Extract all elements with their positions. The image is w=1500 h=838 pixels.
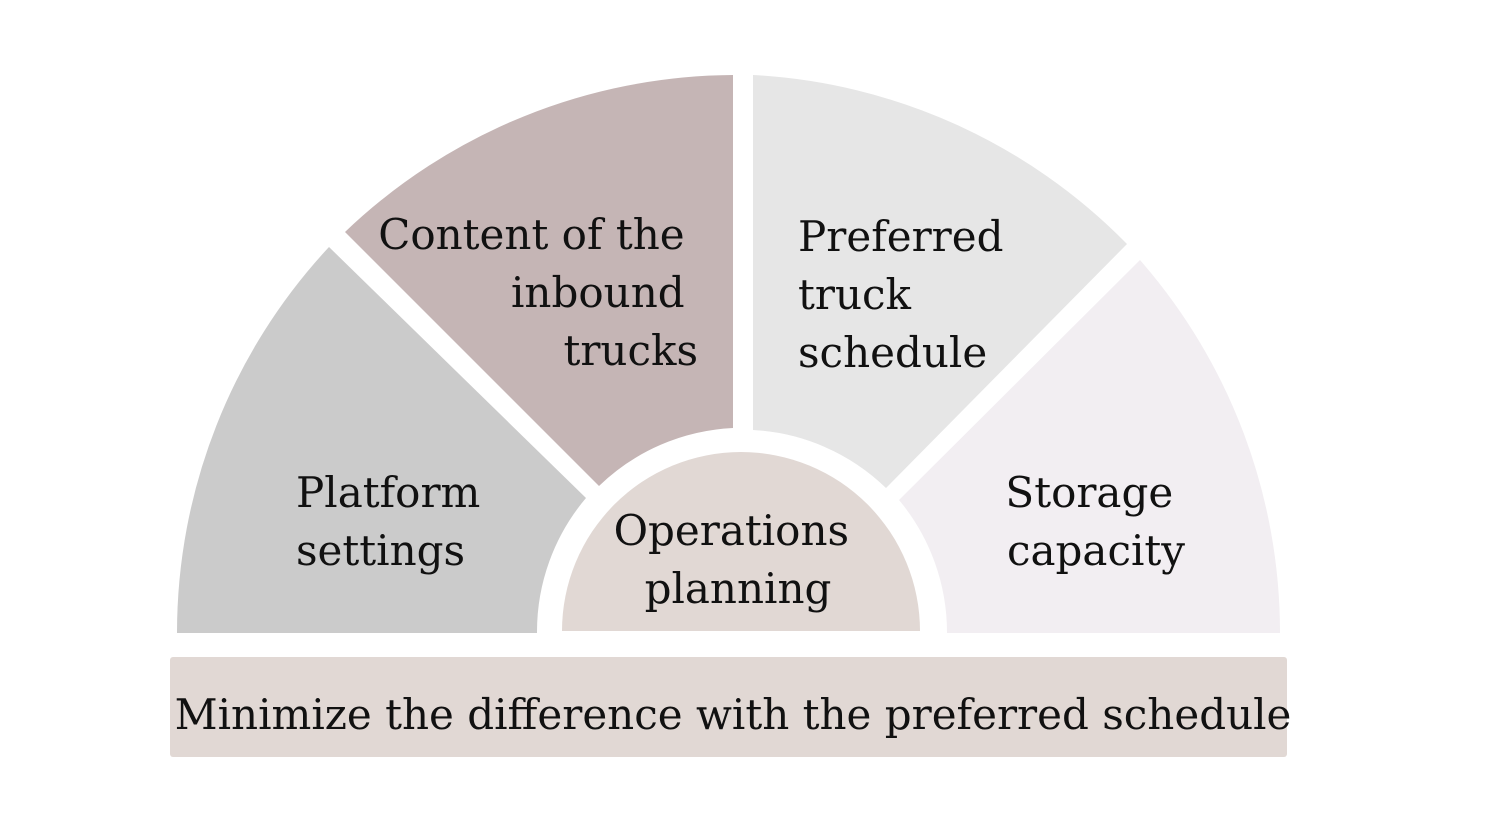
inbound-trucks-line-2: inbound [511, 268, 685, 317]
storage-capacity-label: Storage capacity [1005, 468, 1186, 575]
storage-capacity-line-2: capacity [1007, 526, 1185, 575]
goal-bar [170, 657, 1287, 757]
operations-planning-line-2: planning [645, 564, 832, 613]
preferred-schedule-line-2: truck [798, 270, 912, 319]
platform-settings-label: Platform settings [296, 468, 494, 575]
platform-settings-line-2: settings [296, 526, 465, 575]
segment-inbound-trucks [345, 75, 733, 486]
segment-storage-capacity [899, 260, 1281, 633]
platform-settings-line-1: Platform [296, 468, 480, 517]
preferred-schedule-line-1: Preferred [798, 212, 1004, 261]
inbound-trucks-label: Content of the inbound trucks [378, 210, 698, 375]
operations-planning-line-1: Operations [614, 506, 850, 555]
segment-preferred-schedule [753, 75, 1127, 488]
inbound-trucks-line-3: trucks [563, 326, 698, 375]
storage-capacity-line-1: Storage [1005, 468, 1173, 517]
inbound-trucks-line-1: Content of the [378, 210, 684, 259]
preferred-schedule-label: Preferred truck schedule [798, 212, 1017, 377]
segment-platform-settings [177, 247, 586, 633]
operations-planning-label: Operations planning [614, 506, 863, 613]
goal-text: Minimize the difference with the preferr… [175, 690, 1292, 739]
preferred-schedule-line-3: schedule [798, 328, 987, 377]
center-hub [562, 452, 920, 631]
